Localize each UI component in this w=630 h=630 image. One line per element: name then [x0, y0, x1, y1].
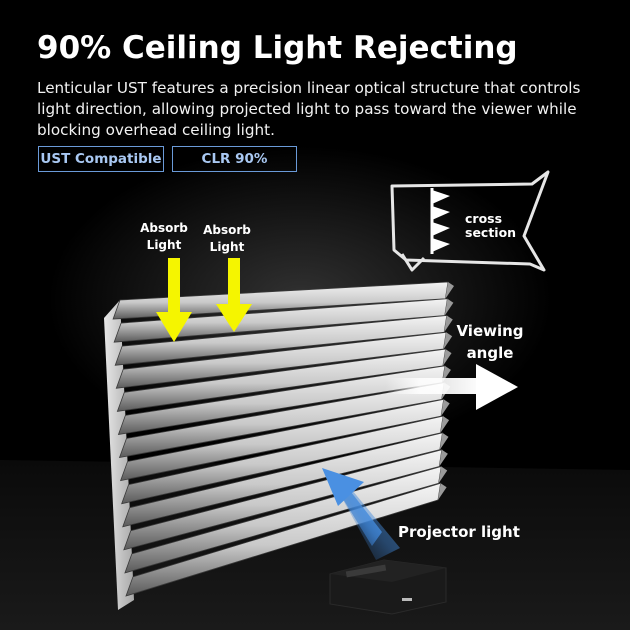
- sawtooth-icon: [430, 188, 450, 254]
- ridge-tip: [438, 466, 448, 484]
- down-arrow-icon: [156, 258, 192, 342]
- viewing-angle-label: Viewing angle: [456, 322, 524, 362]
- cross-section-callout: [390, 170, 550, 272]
- ridge-tip: [440, 416, 450, 433]
- projector-light-label: Projector light: [398, 523, 520, 541]
- cross-section-label: cross section: [465, 211, 517, 240]
- down-arrow-icon: [216, 258, 252, 332]
- ridge-tip: [442, 349, 452, 366]
- ust-compatible-badge: UST Compatible: [38, 146, 164, 172]
- ridge-tip: [441, 399, 450, 417]
- ridge-tip: [445, 282, 454, 299]
- absorb-light-label: Absorb Light: [140, 221, 188, 252]
- ridge-tip: [443, 332, 453, 350]
- ridge-tip: [444, 315, 453, 333]
- ridge-tip: [439, 449, 448, 467]
- right-arrow-icon: [386, 364, 518, 410]
- ridge-tip: [438, 483, 447, 500]
- absorb-light-label: Absorb Light: [203, 223, 251, 254]
- up-left-arrow-icon: [322, 468, 400, 560]
- clr-badge: CLR 90%: [172, 146, 297, 172]
- projector-device: [329, 559, 447, 615]
- screen-left-edge: [104, 300, 134, 610]
- ridge-tip: [444, 298, 454, 316]
- page-description: Lenticular UST features a precision line…: [37, 79, 581, 139]
- page-title: 90% Ceiling Light Rejecting: [37, 30, 518, 66]
- ridge-tip: [439, 432, 449, 450]
